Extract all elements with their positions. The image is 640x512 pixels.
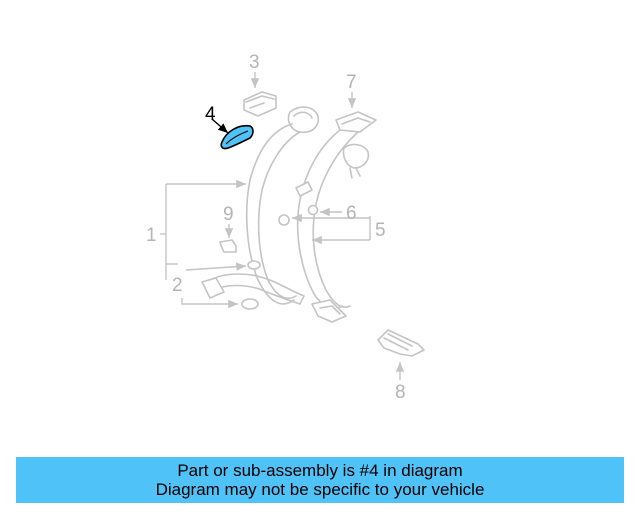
callout-labels: 1 2 3 4 5 6 7 8 9: [146, 52, 406, 403]
callout-8: 8: [395, 382, 406, 403]
part-6-bolt: [278, 204, 342, 226]
callout-9: 9: [223, 204, 234, 225]
callout-6: 6: [346, 203, 357, 224]
info-banner: Part or sub-assembly is #4 in diagram Di…: [16, 457, 624, 503]
callout-2: 2: [172, 275, 183, 296]
callout-1: 1: [146, 225, 157, 246]
callout-leaders: [160, 179, 371, 309]
parts-diagram: 1 2 3 4 5 6 7 8 9: [146, 52, 425, 403]
part-3-guide-bracket: [243, 72, 277, 117]
callout-3: 3: [249, 52, 260, 73]
part-4-cover-highlighted: [211, 118, 254, 150]
part-1-belt-assembly: [201, 106, 320, 310]
banner-line-part-number: Part or sub-assembly is #4 in diagram: [177, 461, 463, 480]
part-9-clip: [219, 224, 237, 253]
part-7-retractor-belt: [295, 92, 377, 323]
part-8-buckle: [377, 329, 425, 380]
banner-line-disclaimer: Diagram may not be specific to your vehi…: [155, 480, 485, 499]
callout-4: 4: [205, 104, 216, 125]
callout-5: 5: [375, 220, 386, 241]
callout-7: 7: [346, 72, 357, 93]
